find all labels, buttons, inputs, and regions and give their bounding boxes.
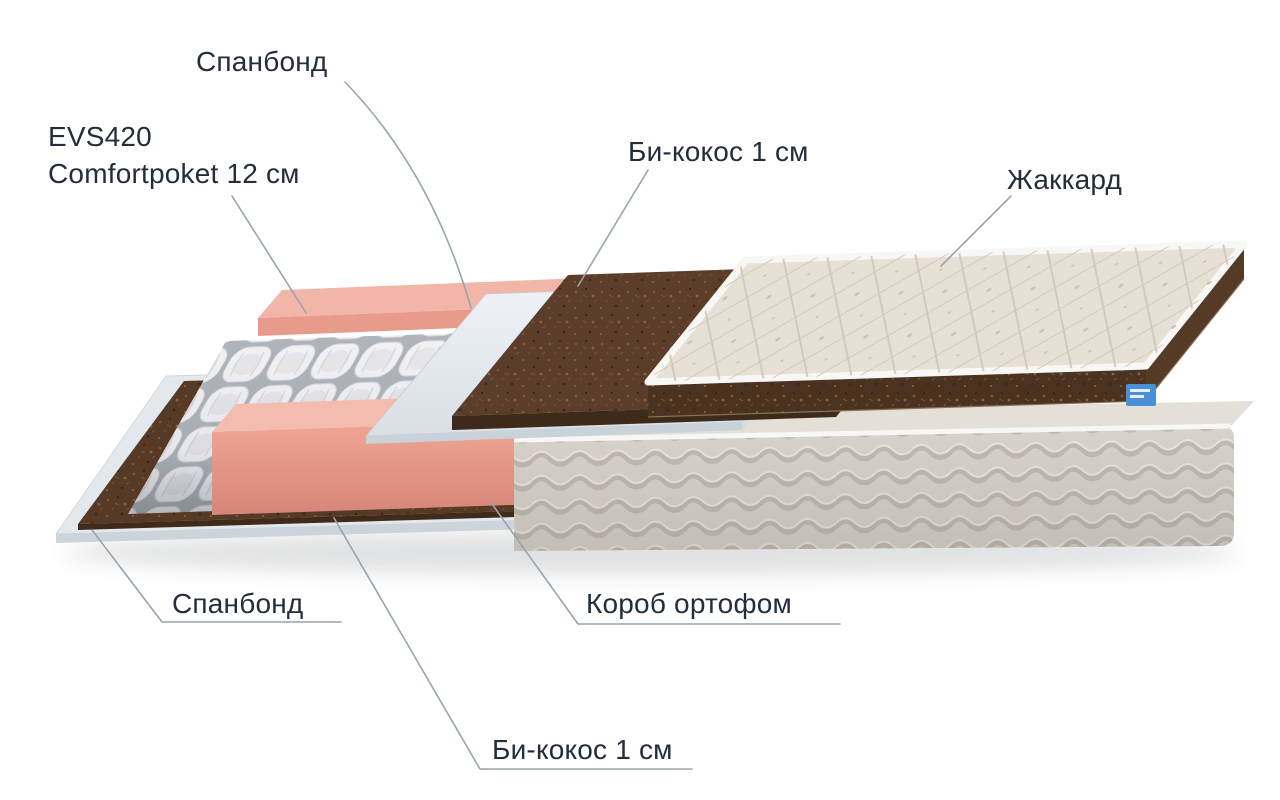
label-spunbond-bottom: Спанбонд <box>172 588 304 619</box>
label-evs420: EVS420 Comfortpoket 12 см <box>48 118 300 192</box>
label-bicocos-top: Би-кокос 1 см <box>628 136 809 167</box>
label-bicocos-bottom: Би-кокос 1 см <box>492 734 673 765</box>
leader-spunbond-top <box>344 81 472 309</box>
label-korob: Короб ортофом <box>586 588 792 619</box>
leader-spunbond-bottom <box>91 529 342 623</box>
leader-korob <box>491 503 841 625</box>
leader-jacquard <box>940 195 1012 267</box>
label-evs420-line2: Comfortpoket 12 см <box>48 158 300 189</box>
label-spunbond-top: Спанбонд <box>196 46 328 77</box>
leader-lines <box>91 81 1012 770</box>
leader-evs420 <box>231 195 307 314</box>
leader-bicocos-top <box>577 169 649 287</box>
quilted-side-cover <box>513 401 1254 551</box>
jacquard-cover <box>644 240 1248 386</box>
label-jacquard: Жаккард <box>1007 164 1123 195</box>
brand-tag <box>1126 384 1156 406</box>
leader-bicocos-bottom <box>333 517 693 770</box>
label-evs420-line1: EVS420 <box>48 121 152 152</box>
